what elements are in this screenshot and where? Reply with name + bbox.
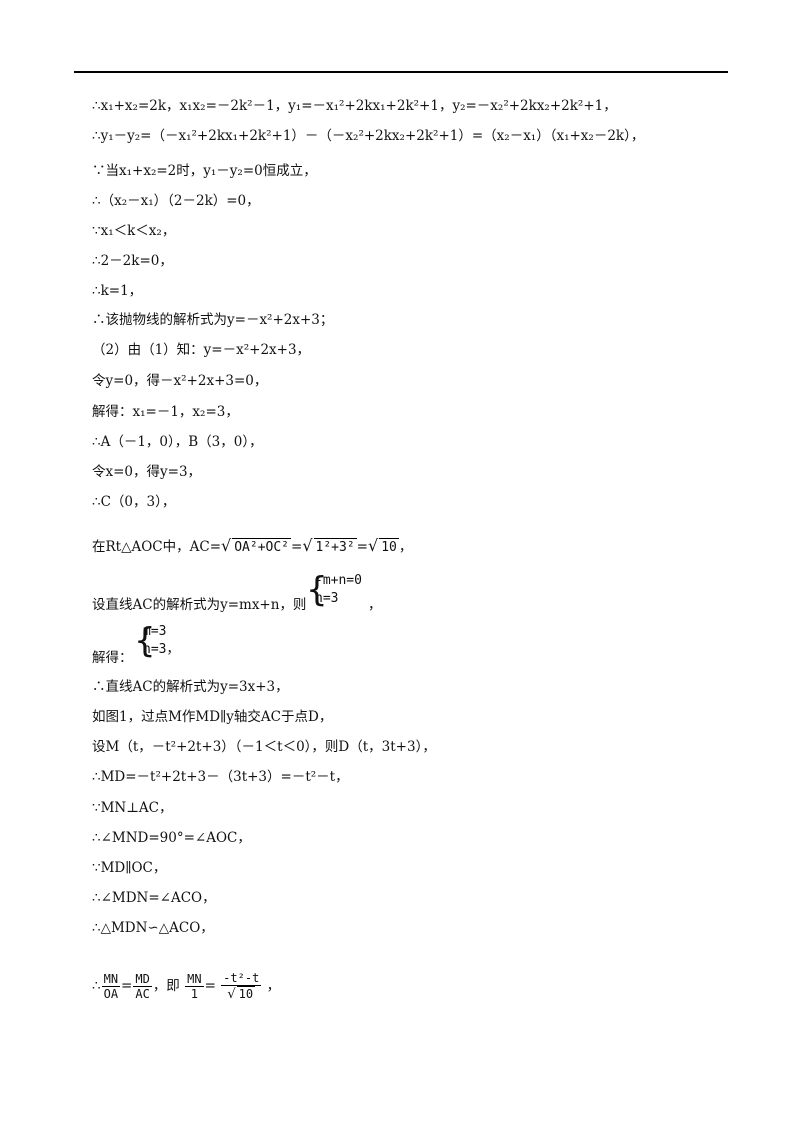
line-19: 如图1，过点M作MD∥y轴交AC于点D， [92,709,333,725]
line-20: 设M（t，－t²+2t+3）（－1＜t＜0），则D（t，3t+3）， [92,739,436,755]
line-16: 设直线AC的解析式为y=mx+n，则 [92,596,306,614]
ac-prefix: 在Rt△AOC中，AC= [92,539,222,555]
equation-system-1: { -m+n=0 n=3 [306,572,386,612]
fraction-t-sqrt10: -t²-t√10 [221,971,262,1002]
line-9: （2）由（1）知：y=－x²+2x+3， [92,342,311,358]
line-10: 令y=0，得－x²+2x+3=0， [92,373,268,389]
line-18: ∴直线AC的解析式为y=3x+3， [92,679,289,695]
system-1-eq2: n=3 [315,591,339,606]
line-15: 在Rt△AOC中，AC=√OA²+OC²=√1²+3²=√10， [92,536,413,556]
line-6: ∴2－2k=0， [92,253,173,269]
line-4: ∴（x₂－x₁）（2－2k）=0， [92,193,260,209]
system-1-comma: ， [368,597,382,613]
left-brace-icon: { [134,621,156,661]
line-22: ∵MN⊥AC， [92,800,173,816]
sqrt-oa-oc: √OA²+OC² [221,536,292,555]
line-14: ∴C（0，3）， [92,494,176,510]
ji-connector: ，即 [152,978,180,994]
line-11: 解得：x₁=－1，x₂=3， [92,404,239,420]
line-25: ∴∠MDN=∠ACO， [92,890,216,906]
system-1-eq1: -m+n=0 [315,573,362,588]
line-24: ∵MD∥OC， [92,860,167,876]
system-2-eq2: n=3， [143,642,180,657]
line-26: ∴△MDN∽△ACO， [92,920,214,936]
header-rule [74,71,728,73]
line-7: ∴k=1， [92,283,143,299]
left-brace-icon: { [306,570,328,610]
line-5: ∵x₁＜k＜x₂， [92,223,176,239]
line-13: 令x=0，得y=3， [92,464,202,480]
equation-system-2: { m=3 n=3， [134,623,194,663]
system-intro: 设直线AC的解析式为y=mx+n，则 [92,597,307,613]
sqrt-10: √10 [367,536,399,555]
line-12: ∴A（－1，0），B（3，0）， [92,434,263,450]
line-23: ∴∠MND=90°=∠AOC， [92,830,251,846]
line-1: ∴x₁+x₂=2k，x₁x₂=－2k²－1，y₁=－x₁²+2kx₁+2k²+1… [92,98,617,114]
solve-prefix: 解得： [92,650,133,666]
line-3: ∵当x₁+x₂=2时，y₁－y₂=0恒成立， [92,163,317,179]
line-8: ∴该抛物线的解析式为y=－x²+2x+3； [92,312,334,328]
line-17: 解得： [92,649,133,667]
sqrt-1-3: √1²+3² [302,536,357,555]
system-2-eq1: m=3 [143,624,167,639]
line-2: ∴y₁－y₂=（－x₁²+2kx₁+2k²+1）－（－x₂²+2kx₂+2k²+… [92,128,645,144]
line-21: ∴MD=－t²+2t+3－（3t+3）=－t²－t， [92,769,349,785]
